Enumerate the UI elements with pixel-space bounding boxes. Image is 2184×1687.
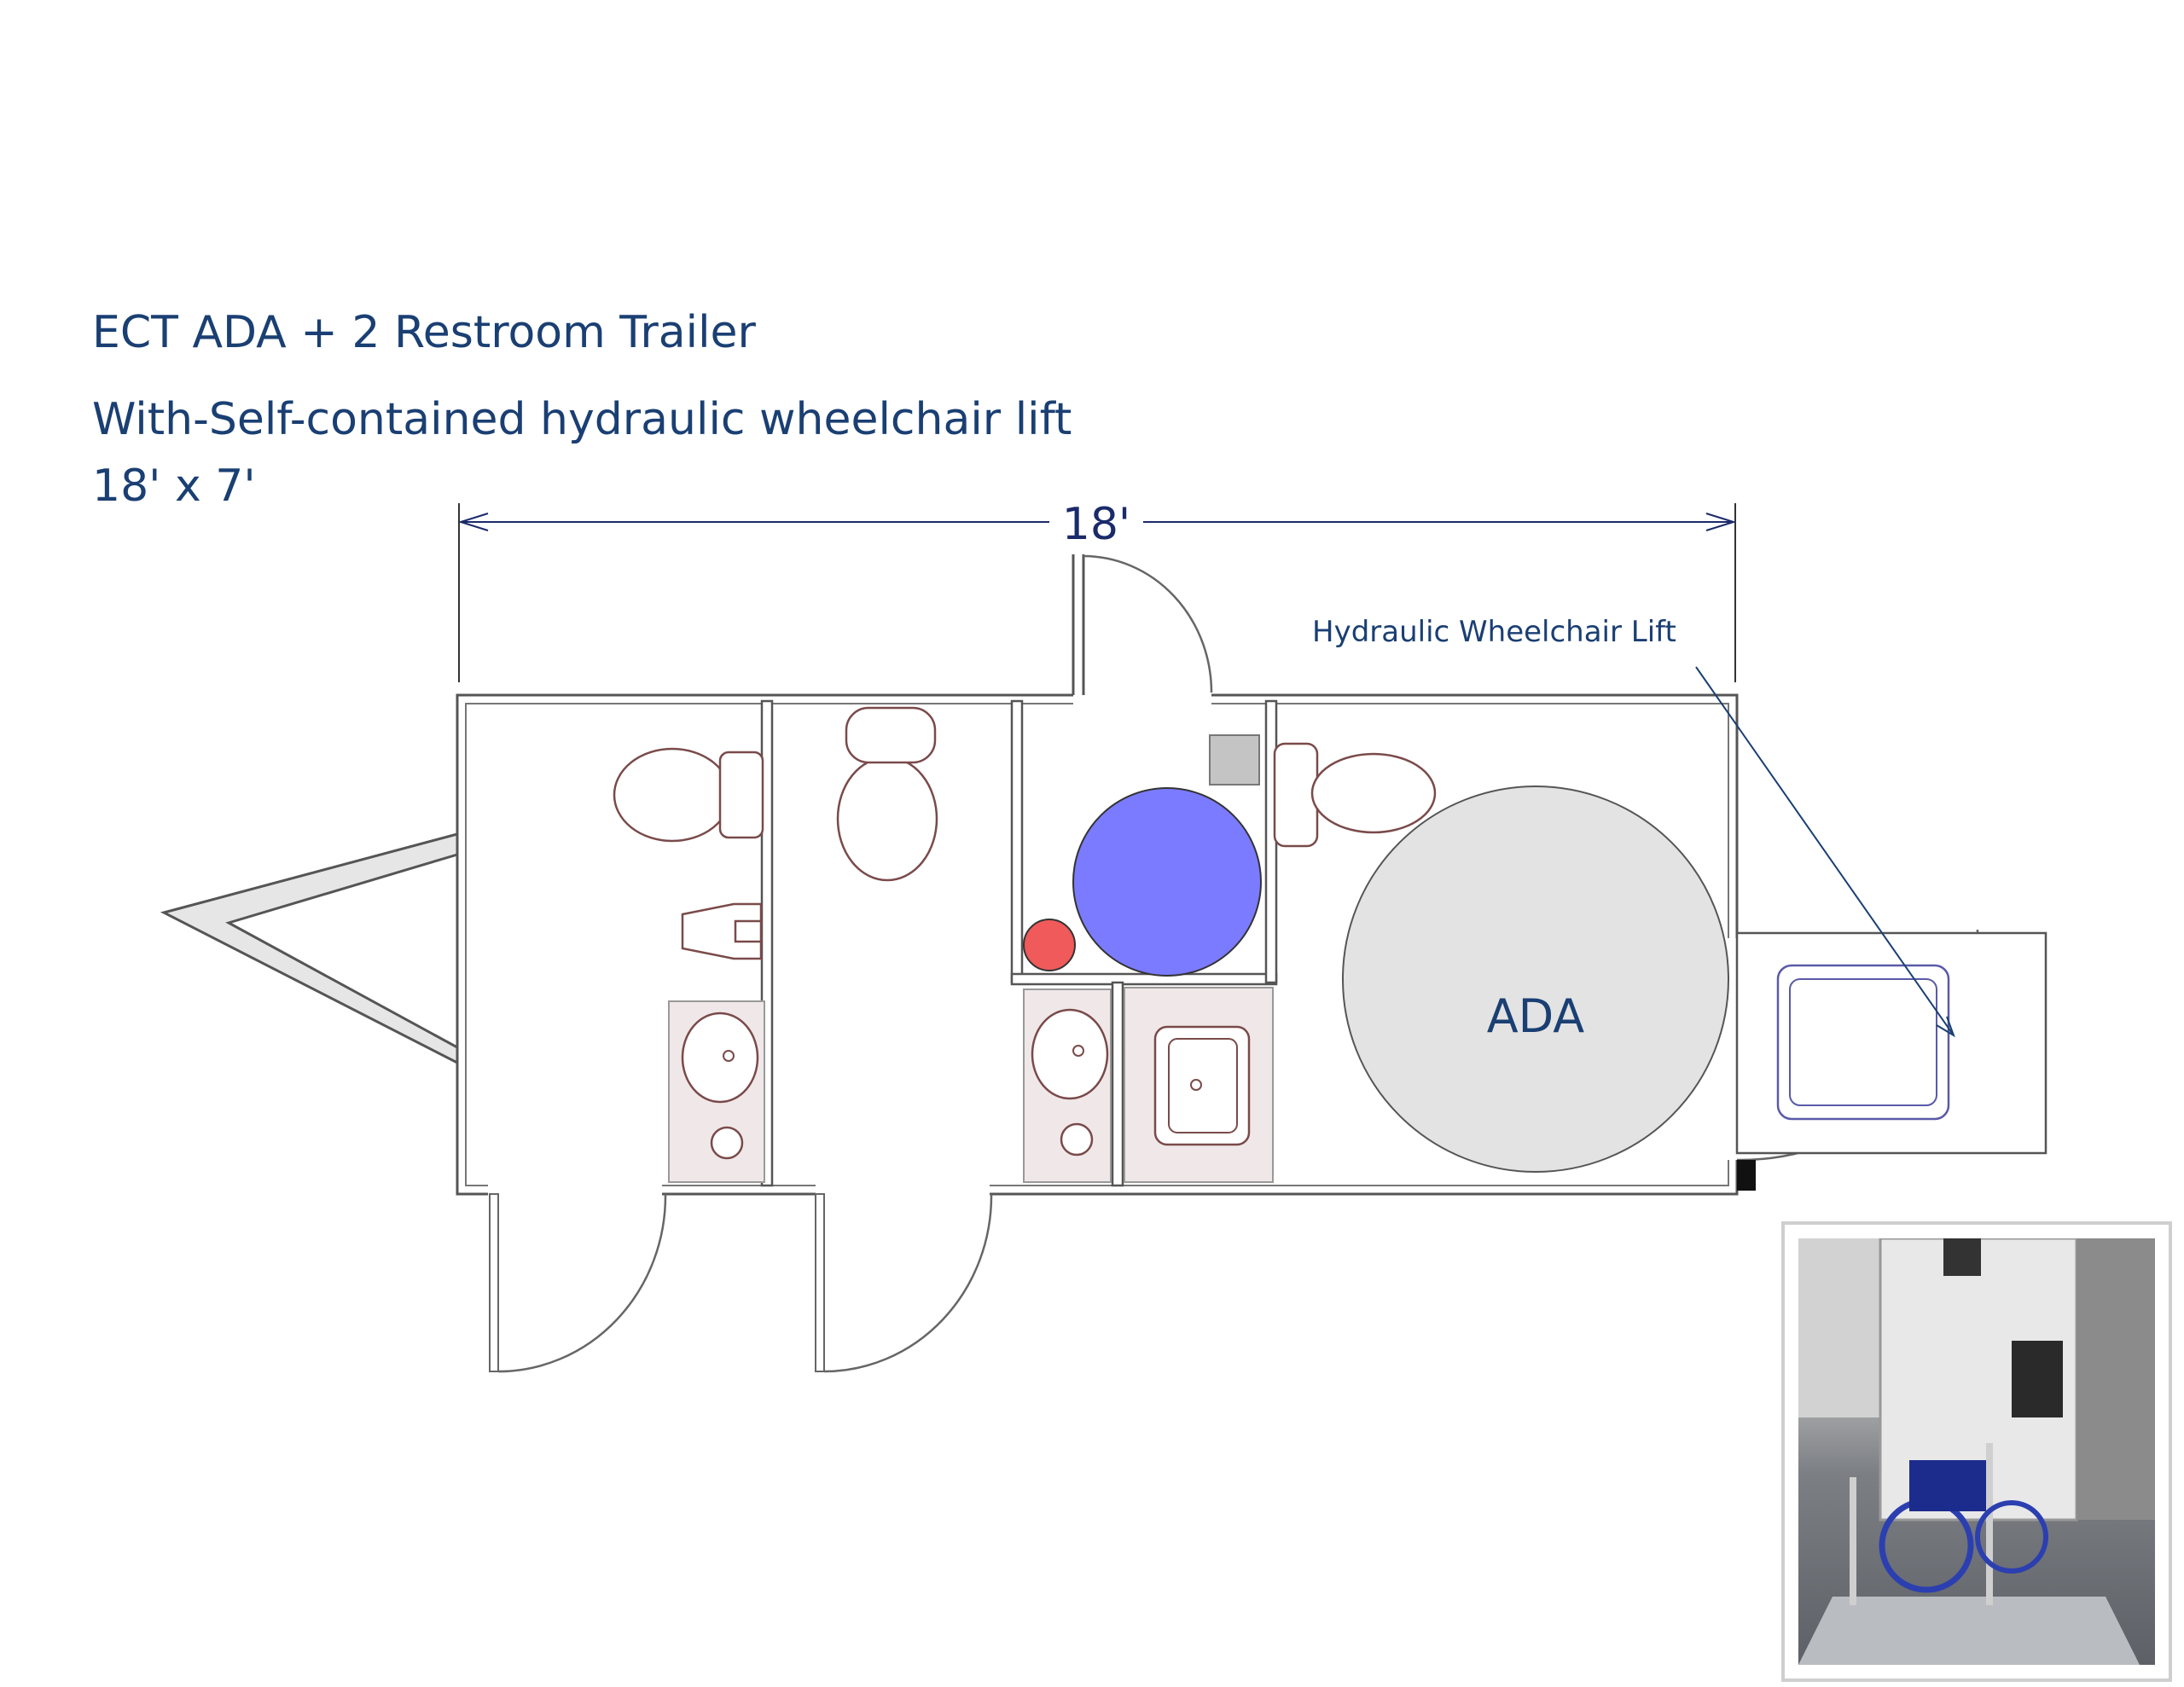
dimension-label: 18' bbox=[1062, 499, 1130, 550]
ada-toilet bbox=[1273, 742, 1437, 848]
diagram-subtitle: With-Self-contained hydraulic wheelchair… bbox=[92, 394, 1072, 445]
lift-photo bbox=[1781, 1221, 2172, 1682]
room1-urinal bbox=[681, 902, 763, 960]
diagram-size: 18' x 7' bbox=[92, 461, 256, 512]
lift-callout: Hydraulic Wheelchair Lift bbox=[1312, 615, 1955, 1038]
utility-room bbox=[1023, 734, 1262, 977]
dimension-line: 18' bbox=[457, 499, 1737, 682]
wheelchair-lift-platform bbox=[1735, 931, 2048, 1155]
center-sink-cabinet bbox=[1023, 988, 1112, 1183]
lift-photo-image bbox=[1798, 1238, 2155, 1665]
ada-sink-cabinet bbox=[1124, 987, 1274, 1183]
lift-label: Hydraulic Wheelchair Lift bbox=[1312, 615, 1676, 649]
diagram-title: ECT ADA + 2 Restroom Trailer bbox=[92, 307, 756, 358]
trailer-hitch bbox=[160, 832, 459, 1065]
ada-turning-circle: ADA bbox=[1342, 786, 1729, 1173]
room1-sink-cabinet bbox=[668, 1000, 765, 1183]
room1-toilet bbox=[613, 747, 764, 843]
room2-toilet bbox=[836, 706, 938, 882]
ada-room-label: ADA bbox=[1487, 989, 1585, 1043]
